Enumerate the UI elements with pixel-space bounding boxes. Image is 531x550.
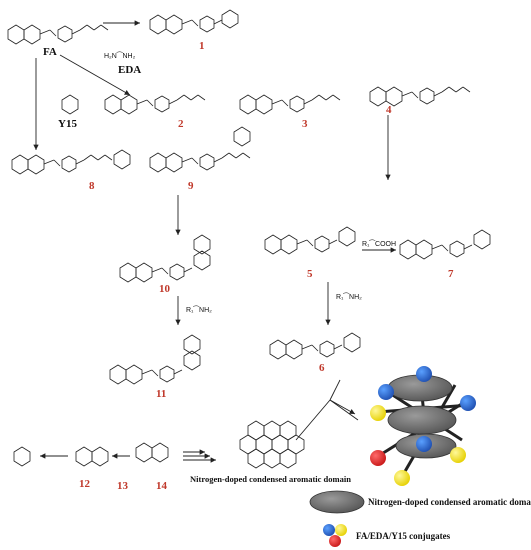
structure-2 (104, 94, 206, 115)
structure-12 (13, 446, 31, 467)
structure-6 (269, 332, 361, 360)
reaction-arrows (33, 20, 396, 463)
label-compound-12: 12 (79, 478, 90, 490)
reagent-r1nh2-right: R₁⁀NH₂ (336, 294, 362, 301)
structure-7 (399, 229, 491, 260)
label-compound-9: 9 (188, 180, 194, 192)
structure-11 (109, 334, 201, 385)
legend-conjugates-text: FA/EDA/Y15 conjugates (356, 531, 451, 541)
label-compound-4: 4 (386, 104, 392, 116)
structure-5 (264, 226, 356, 255)
structure-4 (369, 86, 471, 107)
conjugate-sphere-red (370, 450, 386, 466)
reagent-r1nh2-left: R₁⁀NH₂ (186, 307, 212, 314)
label-compound-2: 2 (178, 118, 184, 130)
legend-disc-icon (309, 490, 365, 514)
conjugate-sphere-blue (416, 436, 432, 452)
legend-domain-text: Nitrogen-doped condensed aromatic domain (368, 497, 531, 507)
conjugate-sphere-blue (378, 384, 394, 400)
label-compound-14: 14 (156, 480, 167, 492)
conjugate-sphere-yellow (450, 447, 466, 463)
label-compound-10: 10 (159, 283, 170, 295)
label-compound-5: 5 (307, 268, 313, 280)
structure-y15 (61, 94, 79, 115)
legend-red-sphere-icon (329, 535, 341, 547)
label-fa: FA (43, 46, 57, 58)
label-compound-11: 11 (156, 388, 167, 400)
domain-caption: Nitrogen-doped condensed aromatic domain (190, 474, 351, 484)
reagent-r1cooh: R₁⁀COOH (362, 241, 397, 248)
structure-1 (149, 9, 239, 35)
structure-14 (135, 442, 169, 463)
label-compound-1: 1 (199, 40, 205, 52)
structure-9 (149, 126, 251, 173)
structure-8 (11, 149, 131, 175)
conjugate-sphere-yellow (394, 470, 410, 486)
legend-icons (309, 490, 365, 547)
structure-10 (119, 234, 211, 283)
label-y15: Y15 (58, 118, 77, 130)
structure-fa (7, 24, 109, 45)
conjugate-sphere-blue (460, 395, 476, 411)
label-compound-3: 3 (302, 118, 308, 130)
condensed-aromatic-domain (239, 420, 305, 469)
conjugate-sphere-blue (416, 366, 432, 382)
carbon-dot-illustration (370, 366, 476, 486)
label-compound-8: 8 (89, 180, 95, 192)
label-compound-13: 13 (117, 480, 128, 492)
label-eda: EDA (118, 64, 142, 76)
structure-13 (75, 446, 109, 467)
label-compound-7: 7 (448, 268, 454, 280)
structure-3 (239, 94, 341, 115)
label-compound-6: 6 (319, 362, 325, 374)
conjugate-sphere-yellow (370, 405, 386, 421)
legend-blue-sphere-icon (323, 524, 335, 536)
reagent-eda-formula: H₂N⁀NH₂ (104, 53, 136, 60)
aromatic-layer-middle (387, 405, 457, 435)
legend-yellow-sphere-icon (335, 524, 347, 536)
